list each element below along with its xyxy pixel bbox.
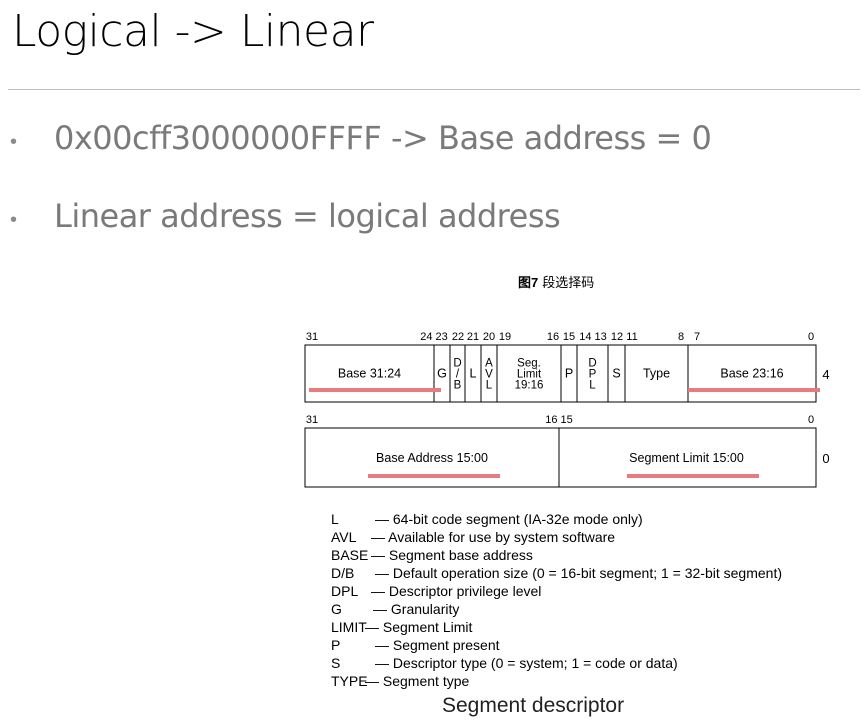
- field-label-avl: A: [485, 358, 493, 370]
- legend-description: — Segment present: [375, 637, 500, 653]
- bullet-base-address: 0x00cff3000000FFFF -> Base address = 0: [54, 119, 712, 157]
- bit-label: 24 23: [420, 331, 448, 343]
- legend-row: LIMIT— Segment Limit: [331, 618, 782, 636]
- bit-label: 19: [499, 331, 511, 343]
- field-label-db: /: [456, 369, 460, 381]
- legend-description: — Segment Limit: [365, 619, 473, 635]
- bit-label: 0: [808, 331, 814, 343]
- title-divider: [8, 89, 860, 90]
- bullet-dot: •: [10, 209, 18, 231]
- legend-abbr: AVL: [331, 529, 357, 545]
- field-label-p: P: [565, 367, 573, 381]
- field-label-segment-limit-15-00: Segment Limit 15:00: [629, 451, 744, 465]
- legend-description: — 64-bit code segment (IA-32e mode only): [375, 511, 643, 527]
- bit-label: 20: [483, 331, 495, 343]
- bit-label: 16 15: [545, 414, 573, 426]
- bit-label: 31: [306, 331, 318, 343]
- bit-label: 16: [547, 331, 559, 343]
- bit-label: 31: [306, 414, 318, 426]
- field-label-type: Type: [643, 367, 670, 381]
- legend-row: S — Descriptor type (0 = system; 1 = code…: [331, 654, 782, 672]
- bullet-linear-address: Linear address = logical address: [54, 197, 561, 235]
- bit-label: 22: [452, 331, 464, 343]
- field-label-s: S: [612, 367, 620, 381]
- bit-label: 15: [563, 331, 575, 343]
- bit-label: 8: [678, 331, 684, 343]
- legend-row: D/B — Default operation size (0 = 16-bit …: [331, 564, 782, 582]
- field-label-base-23-16: Base 23:16: [720, 367, 783, 381]
- bullet-dot: •: [10, 131, 18, 153]
- bit-label: 21: [467, 331, 479, 343]
- legend-abbr: LIMIT: [331, 619, 367, 635]
- bit-label: 0: [808, 414, 814, 426]
- figure-caption-text: 段选择码: [542, 275, 595, 290]
- legend-description: — Segment base address: [371, 547, 533, 563]
- legend-row: G — Granularity: [331, 600, 782, 618]
- field-label-seg-limit-19-16: Seg.: [517, 358, 541, 370]
- field-label-seg-limit-19-16: Limit: [517, 369, 542, 381]
- legend-abbr: L: [331, 511, 339, 527]
- legend-description: — Default operation size (0 = 16-bit seg…: [375, 565, 782, 581]
- legend-abbr: S: [331, 655, 341, 671]
- slide-title: Logical -> Linear: [12, 6, 374, 57]
- field-legend: L — 64-bit code segment (IA-32e mode only…: [331, 510, 782, 690]
- field-label-db: D: [453, 358, 461, 370]
- legend-row: DPL — Descriptor privilege level: [331, 582, 782, 600]
- field-label-dpl: P: [589, 369, 597, 381]
- legend-row: AVL — Available for use by system softwar…: [331, 528, 782, 546]
- lower-row-offset: 0: [822, 451, 829, 466]
- field-label-seg-limit-19-16: 19:16: [515, 380, 544, 392]
- legend-abbr: BASE: [331, 547, 369, 563]
- legend-row: L — 64-bit code segment (IA-32e mode only…: [331, 510, 782, 528]
- legend-abbr: TYPE: [331, 673, 368, 689]
- field-label-avl: V: [485, 369, 493, 381]
- legend-abbr: G: [331, 601, 342, 617]
- legend-row: P — Segment present: [331, 636, 782, 654]
- bit-label: 7: [694, 331, 700, 343]
- field-label-dpl: L: [589, 380, 596, 392]
- lower-row-box: [304, 427, 817, 488]
- legend-description: — Descriptor type (0 = system; 1 = code …: [375, 655, 678, 671]
- legend-abbr: P: [331, 637, 341, 653]
- field-label-avl: L: [486, 380, 493, 392]
- legend-description: — Granularity: [373, 601, 460, 617]
- figure-caption-number: 图7: [518, 275, 539, 290]
- field-label-g: G: [437, 367, 447, 381]
- legend-abbr: D/B: [331, 565, 355, 581]
- bit-label: 11: [626, 331, 637, 343]
- legend-row: BASE— Segment base address: [331, 546, 782, 564]
- bit-label: 12: [611, 331, 623, 343]
- field-label-dpl: D: [588, 358, 596, 370]
- field-label-base-address-15-00: Base Address 15:00: [376, 451, 488, 465]
- upper-row-offset: 4: [822, 367, 829, 382]
- field-label-db: B: [454, 380, 462, 392]
- legend-description: — Segment type: [365, 673, 470, 689]
- legend-row: TYPE— Segment type: [331, 672, 782, 690]
- legend-abbr: DPL: [331, 583, 359, 599]
- field-label-base-31-24: Base 31:24: [338, 367, 401, 381]
- bit-label: 14 13: [579, 331, 607, 343]
- diagram-caption: Segment descriptor: [442, 694, 625, 717]
- legend-description: — Descriptor privilege level: [371, 583, 542, 599]
- legend-description: — Available for use by system software: [371, 529, 616, 545]
- field-label-l: L: [470, 367, 477, 381]
